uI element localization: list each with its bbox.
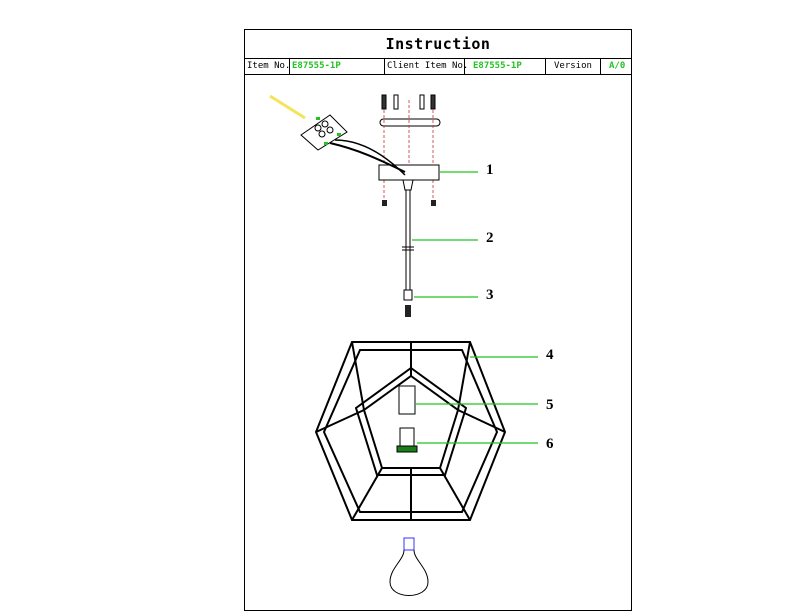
cord-grip [403,289,413,301]
item-no-label: Item No. [245,59,290,74]
mounting-bracket [379,118,441,127]
light-bulb [389,537,429,596]
callout-4: 4 [546,347,554,363]
geometric-shade [314,341,507,521]
socket-cover [398,385,416,415]
client-item-value: E87555-1P [465,59,546,74]
callout-5: 5 [546,397,554,413]
terminal-block [269,94,406,176]
mounting-screws [381,94,436,110]
canopy [378,164,440,181]
item-no-value: E87555-1P [290,59,385,74]
callout-3: 3 [486,287,494,303]
client-item-label: Client Item No. [385,59,468,74]
version-value: A/0 [609,61,626,71]
callout-1: 1 [486,162,494,178]
instruction-sheet: Instruction Item No. E87555-1P Client It… [244,29,632,611]
callout-2: 2 [486,230,494,246]
lamp-socket [396,427,418,453]
version-label: Version [546,59,601,74]
callout-6: 6 [546,436,554,452]
info-row: Item No. E87555-1P Client Item No. E8755… [245,59,631,75]
page-title: Instruction [245,30,631,59]
